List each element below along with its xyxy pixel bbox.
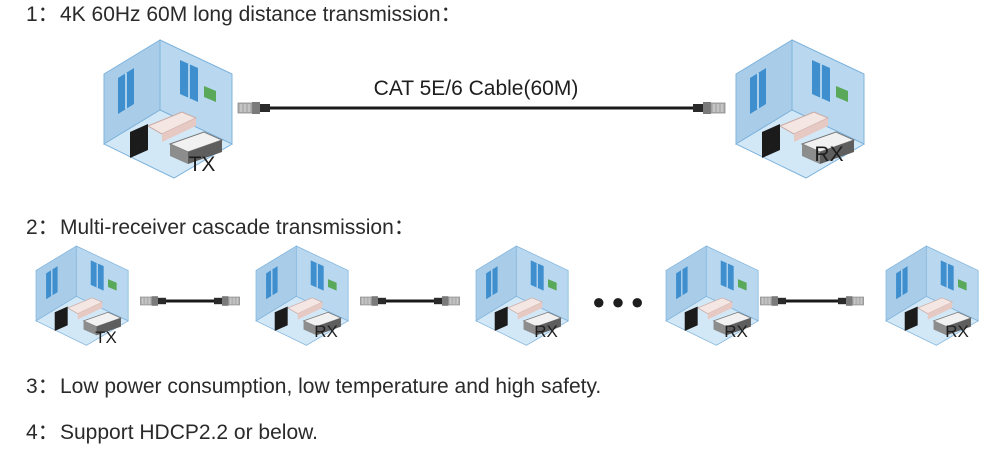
tx-label: TX — [189, 153, 216, 176]
cascade-cable-2-plug-right — [434, 296, 460, 306]
cascade-label-rx-4: RX — [945, 322, 969, 341]
cascade-label-tx: TX — [95, 328, 117, 347]
rx-label: RX — [814, 143, 843, 166]
diagram2: ●●● TX RX RX RX RX — [36, 246, 978, 347]
rx-room — [736, 40, 864, 178]
cascade-cable-3-plug-left — [760, 296, 786, 306]
cascade-cable-2-plug-left — [360, 296, 386, 306]
cascade-label-rx-1: RX — [314, 322, 338, 341]
cable-label: CAT 5E/6 Cable(60M) — [374, 77, 579, 100]
cascade-cable-1-plug-left — [140, 296, 166, 306]
cascade-cable-1-plug-right — [214, 296, 240, 306]
ellipsis: ●●● — [592, 289, 650, 314]
cascade-label-rx-2: RX — [534, 322, 558, 341]
cascade-label-rx-3: RX — [724, 322, 748, 341]
cable-plug-left — [238, 102, 270, 114]
diagram1: CAT 5E/6 Cable(60M) TX RX — [104, 40, 864, 178]
cascade-cable-3-plug-right — [838, 296, 864, 306]
cable-plug-right — [693, 102, 725, 114]
